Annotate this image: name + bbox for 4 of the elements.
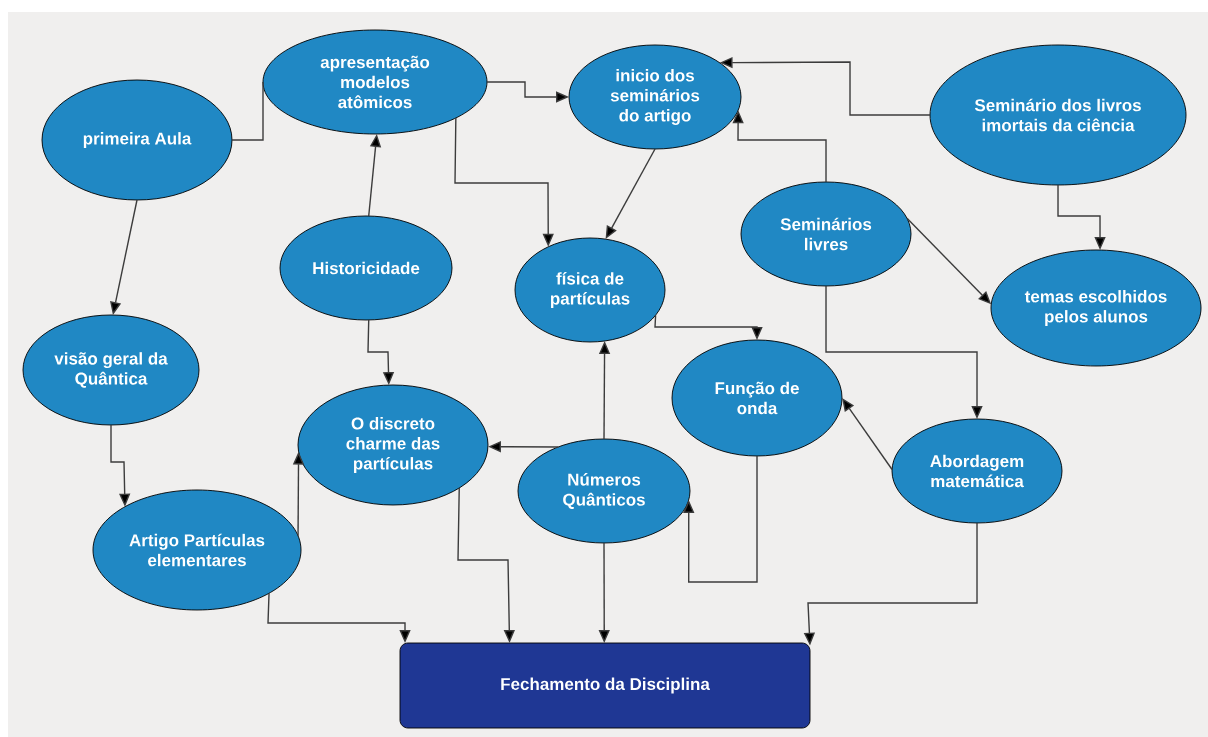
final-box: Fechamento da Disciplina <box>399 642 811 729</box>
arrow <box>842 398 893 471</box>
arrow <box>683 455 758 583</box>
connector-line <box>231 81 264 141</box>
